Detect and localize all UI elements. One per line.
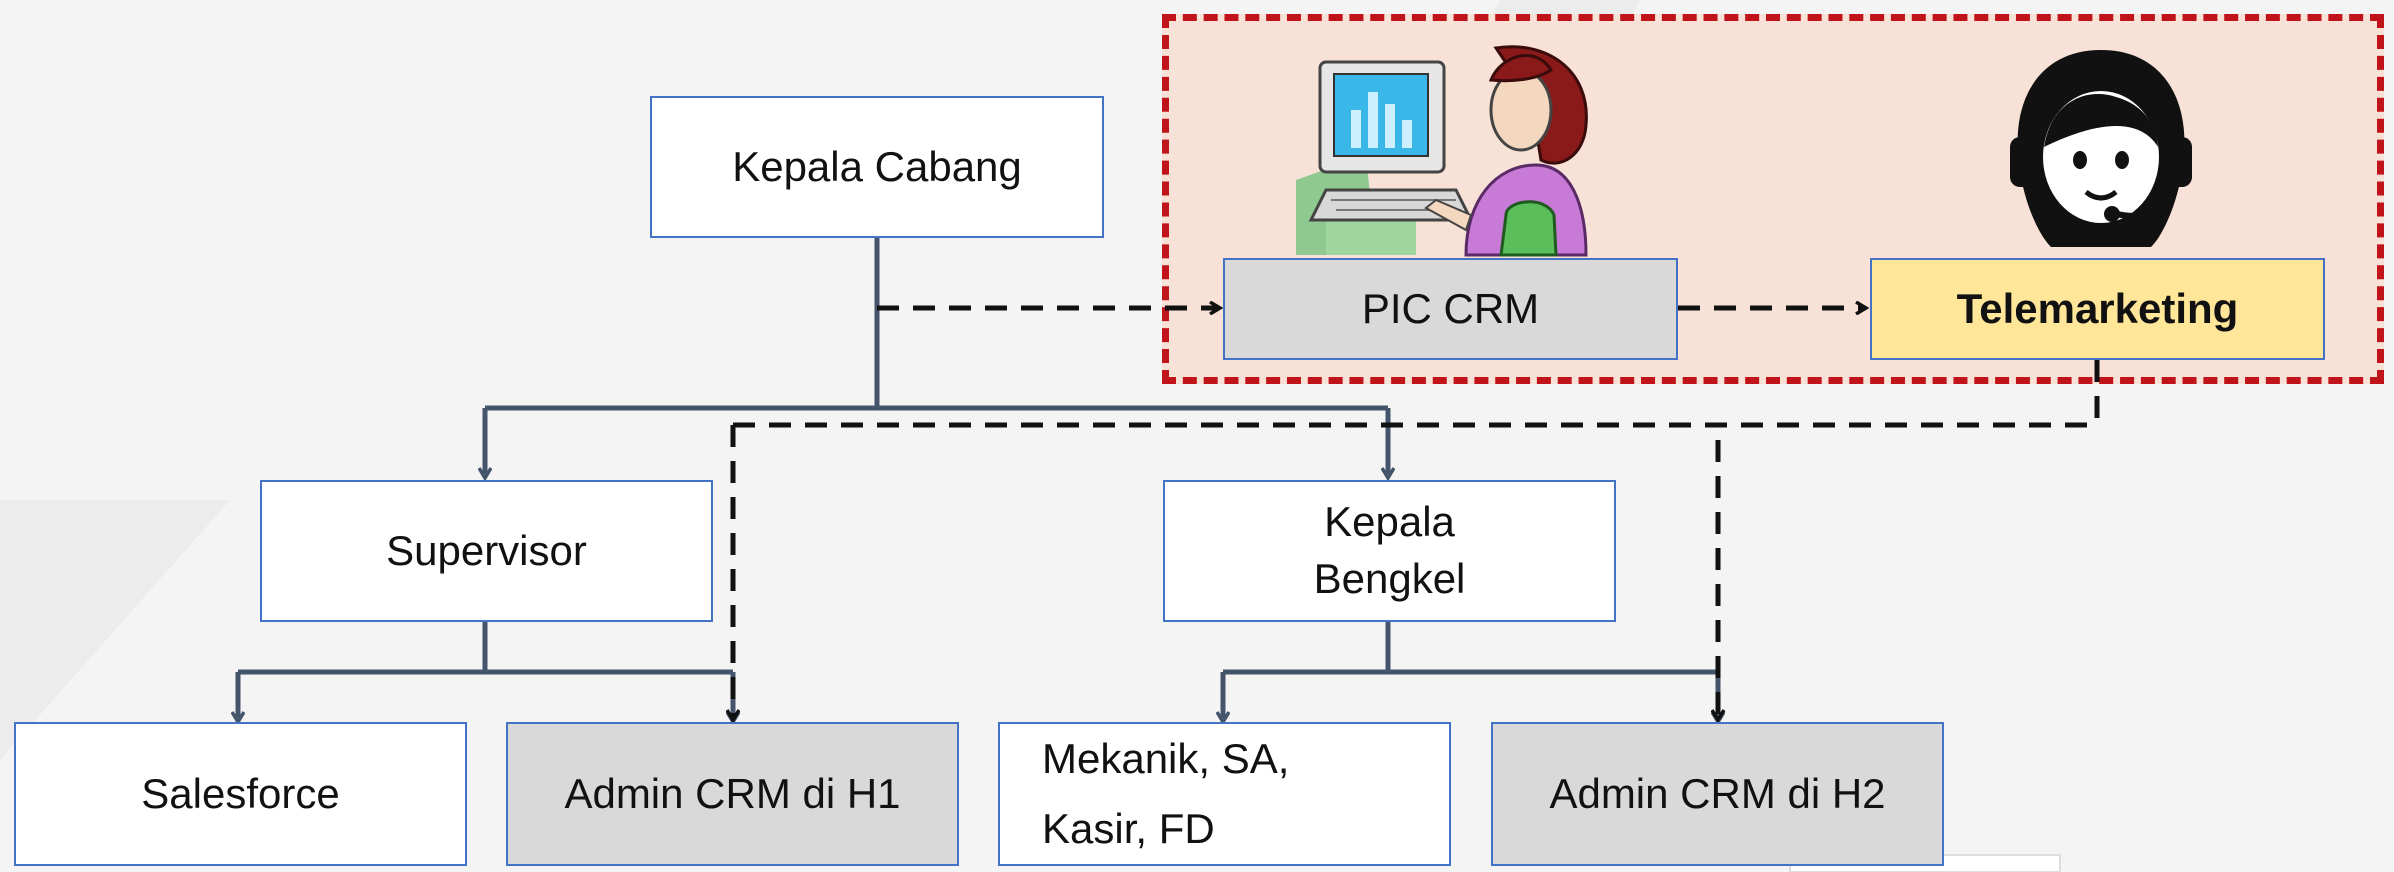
node-mekanik: Mekanik, SA, Kasir, FD	[998, 722, 1451, 866]
node-label: Salesforce	[141, 769, 340, 817]
node-pic-crm: PIC CRM	[1223, 258, 1678, 360]
node-kepala-bengkel: Kepala Bengkel	[1163, 480, 1616, 622]
woman-at-computer-icon	[1296, 45, 1588, 257]
node-label: PIC CRM	[1361, 284, 1540, 332]
node-salesforce: Salesforce	[14, 722, 467, 866]
node-label: Admin CRM di H2	[1549, 769, 1886, 817]
node-label-line-2: Kasir, FD	[1042, 805, 1215, 852]
node-label: Kepala Cabang	[732, 142, 1022, 190]
solid-connectors	[238, 238, 1718, 718]
node-label-line-1: Mekanik, SA,	[1042, 735, 1290, 782]
node-label-line-1: Kepala	[1324, 498, 1455, 546]
node-label: Telemarketing	[1956, 284, 2239, 332]
node-label-line-2: Bengkel	[1313, 555, 1466, 602]
node-label: Admin CRM di H1	[564, 769, 901, 817]
node-kepala-cabang: Kepala Cabang	[650, 96, 1104, 238]
headset-agent-icon	[2010, 50, 2192, 247]
node-admin-crm-h2: Admin CRM di H2	[1491, 722, 1944, 866]
node-label: Supervisor	[386, 526, 587, 574]
dashed-connectors	[733, 308, 2100, 718]
node-supervisor: Supervisor	[260, 480, 713, 622]
node-telemarketing: Telemarketing	[1870, 258, 2325, 360]
node-admin-crm-h1: Admin CRM di H1	[506, 722, 959, 866]
